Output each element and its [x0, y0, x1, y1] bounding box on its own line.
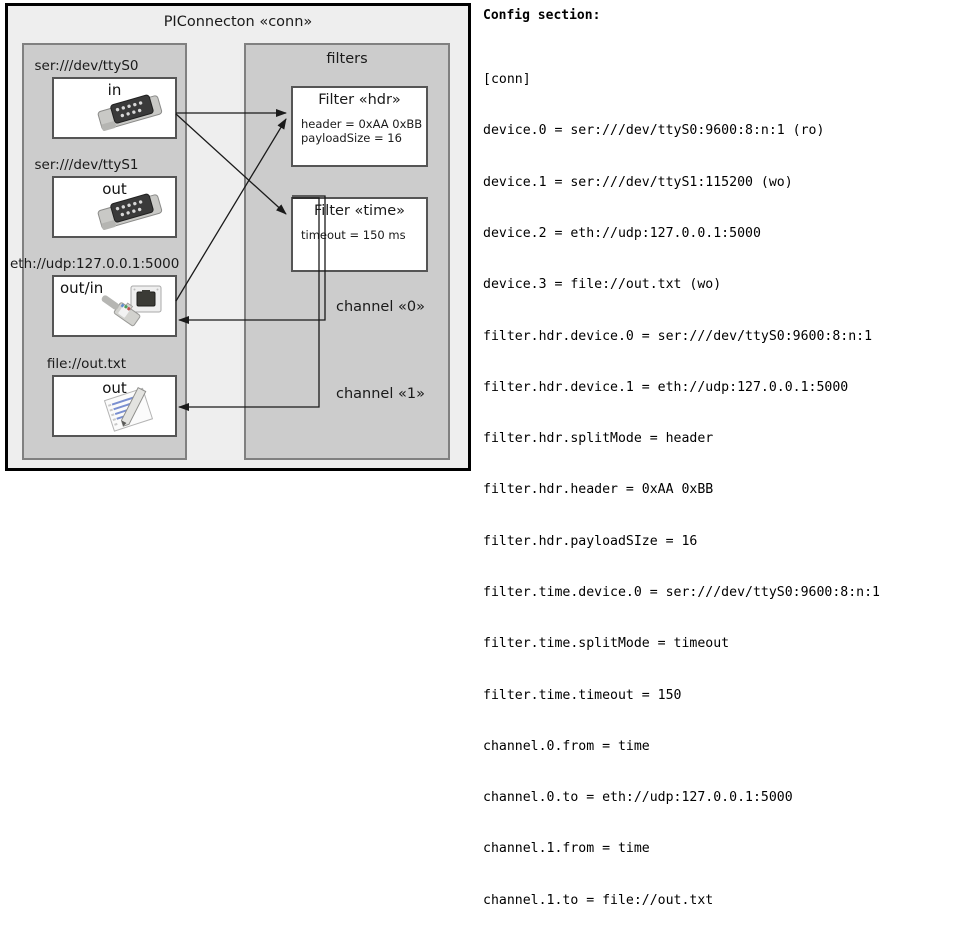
filter-hdr-prop-payloadsize: payloadSize = 16 [301, 131, 402, 145]
device-label-eth: eth://udp:127.0.0.1:5000 [10, 256, 180, 272]
config-line: filter.hdr.payloadSIze = 16 [483, 533, 698, 549]
config-line: filter.hdr.splitMode = header [483, 431, 714, 447]
filter-time-prop-timeout: timeout = 150 ms [301, 228, 406, 242]
device-card-eth[interactable]: out/in [52, 275, 177, 337]
config-line: filter.time.timeout = 150 [483, 687, 682, 703]
device-direction-outin: out/in [60, 279, 104, 297]
config-line: filter.hdr.header = 0xAA 0xBB [483, 482, 714, 498]
config-line: channel.1.from = time [483, 841, 650, 857]
config-line: [conn] [483, 72, 531, 88]
screenshot-root: PIConnecton «conn» ser:///dev/ttyS0 in [5, 3, 880, 908]
device-direction-out-file: out [102, 379, 127, 397]
device-card-file[interactable]: out [52, 375, 177, 437]
config-line: channel.0.to = eth://udp:127.0.0.1:5000 [483, 790, 793, 806]
filter-hdr-props: header = 0xAA 0xBB payloadSize = 16 [301, 117, 426, 145]
filter-time-title: Filter «time» [313, 203, 406, 219]
filter-card-hdr[interactable]: Filter «hdr» header = 0xAA 0xBB payloadS… [291, 86, 428, 167]
serial-connector-icon [97, 193, 163, 230]
config-heading: Config section: [483, 8, 601, 23]
filters-panel-title: filters [326, 51, 368, 67]
serial-connector-icon [97, 94, 163, 131]
config-line: filter.time.device.0 = ser:///dev/ttyS0:… [483, 585, 880, 600]
channel-1-label: channel «1» [336, 386, 425, 402]
config-line: device.1 = ser:///dev/ttyS1:115200 (wo) [483, 174, 793, 190]
channel-0-label: channel «0» [336, 299, 425, 315]
config-line: filter.hdr.device.1 = eth://udp:127.0.0.… [483, 379, 849, 395]
device-card-ttys1[interactable]: out [52, 176, 177, 238]
config-line: channel.0.from = time [483, 738, 650, 754]
device-card-ttys0[interactable]: in [52, 77, 177, 139]
config-section: Config section: [conn] device.0 = ser://… [483, 8, 953, 943]
text-file-icon [103, 386, 154, 432]
filter-hdr-prop-header: header = 0xAA 0xBB [301, 117, 423, 131]
filter-hdr-title: Filter «hdr» [318, 92, 401, 108]
config-line: channel.1.to = file://out.txt [483, 892, 714, 908]
config-line: device.2 = eth://udp:127.0.0.1:5000 [483, 226, 761, 242]
ethernet-jack-icon [101, 285, 162, 327]
filter-card-time[interactable]: Filter «time» timeout = 150 ms [291, 197, 428, 272]
config-line: device.3 = file://out.txt (wo) [483, 277, 722, 293]
devices-panel: ser:///dev/ttyS0 in [10, 43, 187, 460]
filter-time-props: timeout = 150 ms [301, 228, 426, 242]
device-label-file: file://out.txt [46, 356, 127, 372]
device-direction-in: in [107, 81, 122, 99]
device-label-ttys1: ser:///dev/ttyS1 [34, 157, 139, 173]
config-body: [conn] device.0 = ser:///dev/ttyS0:9600:… [483, 37, 953, 943]
device-label-ttys0: ser:///dev/ttyS0 [34, 58, 139, 74]
diagram-canvas: PIConnecton «conn» ser:///dev/ttyS0 in [5, 3, 471, 471]
diagram-title: PIConnecton «conn» [163, 14, 313, 30]
config-line: filter.time.splitMode = timeout [483, 636, 730, 652]
config-line: filter.hdr.device.0 = ser:///dev/ttyS0:9… [483, 328, 873, 344]
device-direction-out: out [102, 180, 127, 198]
config-line: device.0 = ser:///dev/ttyS0:9600:8:n:1 (… [483, 123, 825, 139]
